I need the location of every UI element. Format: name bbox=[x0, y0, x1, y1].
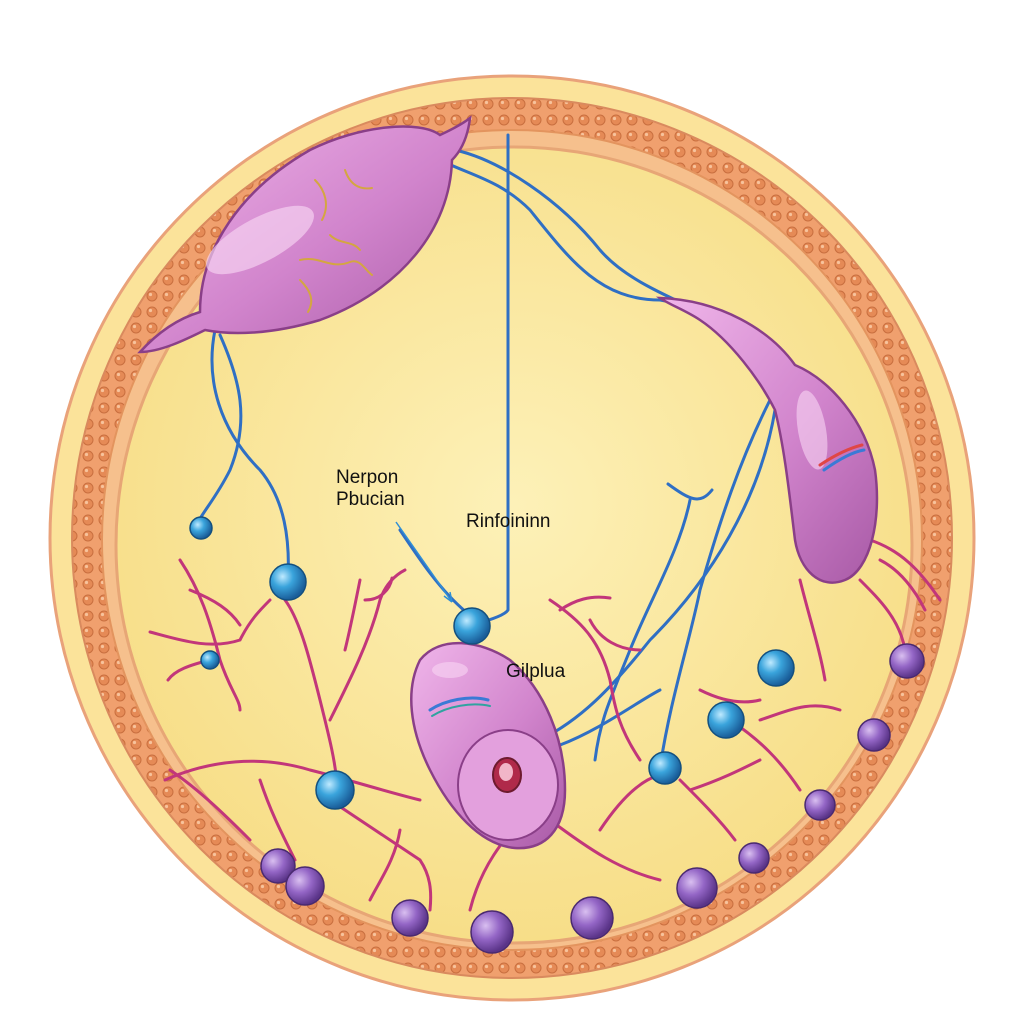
neuron-cell-body-top bbox=[137, 115, 472, 354]
node bbox=[269, 563, 307, 601]
node bbox=[707, 701, 745, 739]
synaptic-nodes bbox=[189, 516, 795, 810]
rinf-label: Rinfoininn bbox=[466, 511, 551, 532]
vesicle bbox=[391, 899, 429, 937]
node bbox=[315, 770, 355, 810]
membrane-vesicles bbox=[260, 643, 925, 954]
label-pointer bbox=[395, 521, 453, 603]
node bbox=[757, 649, 795, 687]
vesicle bbox=[676, 867, 718, 909]
neuron-label-line1: Nerpon bbox=[336, 467, 399, 488]
glia-label: Gilplua bbox=[506, 661, 566, 682]
vesicle bbox=[804, 789, 836, 821]
node bbox=[453, 607, 491, 645]
glial-cell-center bbox=[410, 641, 567, 850]
vesicle bbox=[285, 866, 325, 906]
vesicle bbox=[738, 842, 770, 874]
neuron-label: Nerpon Pbucian bbox=[336, 467, 405, 511]
vesicle bbox=[570, 896, 614, 940]
vesicle bbox=[857, 718, 891, 752]
node bbox=[648, 751, 682, 785]
vesicle bbox=[470, 910, 514, 954]
vesicle bbox=[260, 848, 296, 884]
neuron-cell-body-right bbox=[655, 296, 879, 584]
cell-membrane bbox=[48, 74, 976, 1002]
neuron-label-line2: Pbucian bbox=[336, 489, 405, 510]
neuron-fibrils-top bbox=[299, 169, 373, 313]
node bbox=[200, 650, 220, 670]
node bbox=[189, 516, 213, 540]
vesicle bbox=[889, 643, 925, 679]
